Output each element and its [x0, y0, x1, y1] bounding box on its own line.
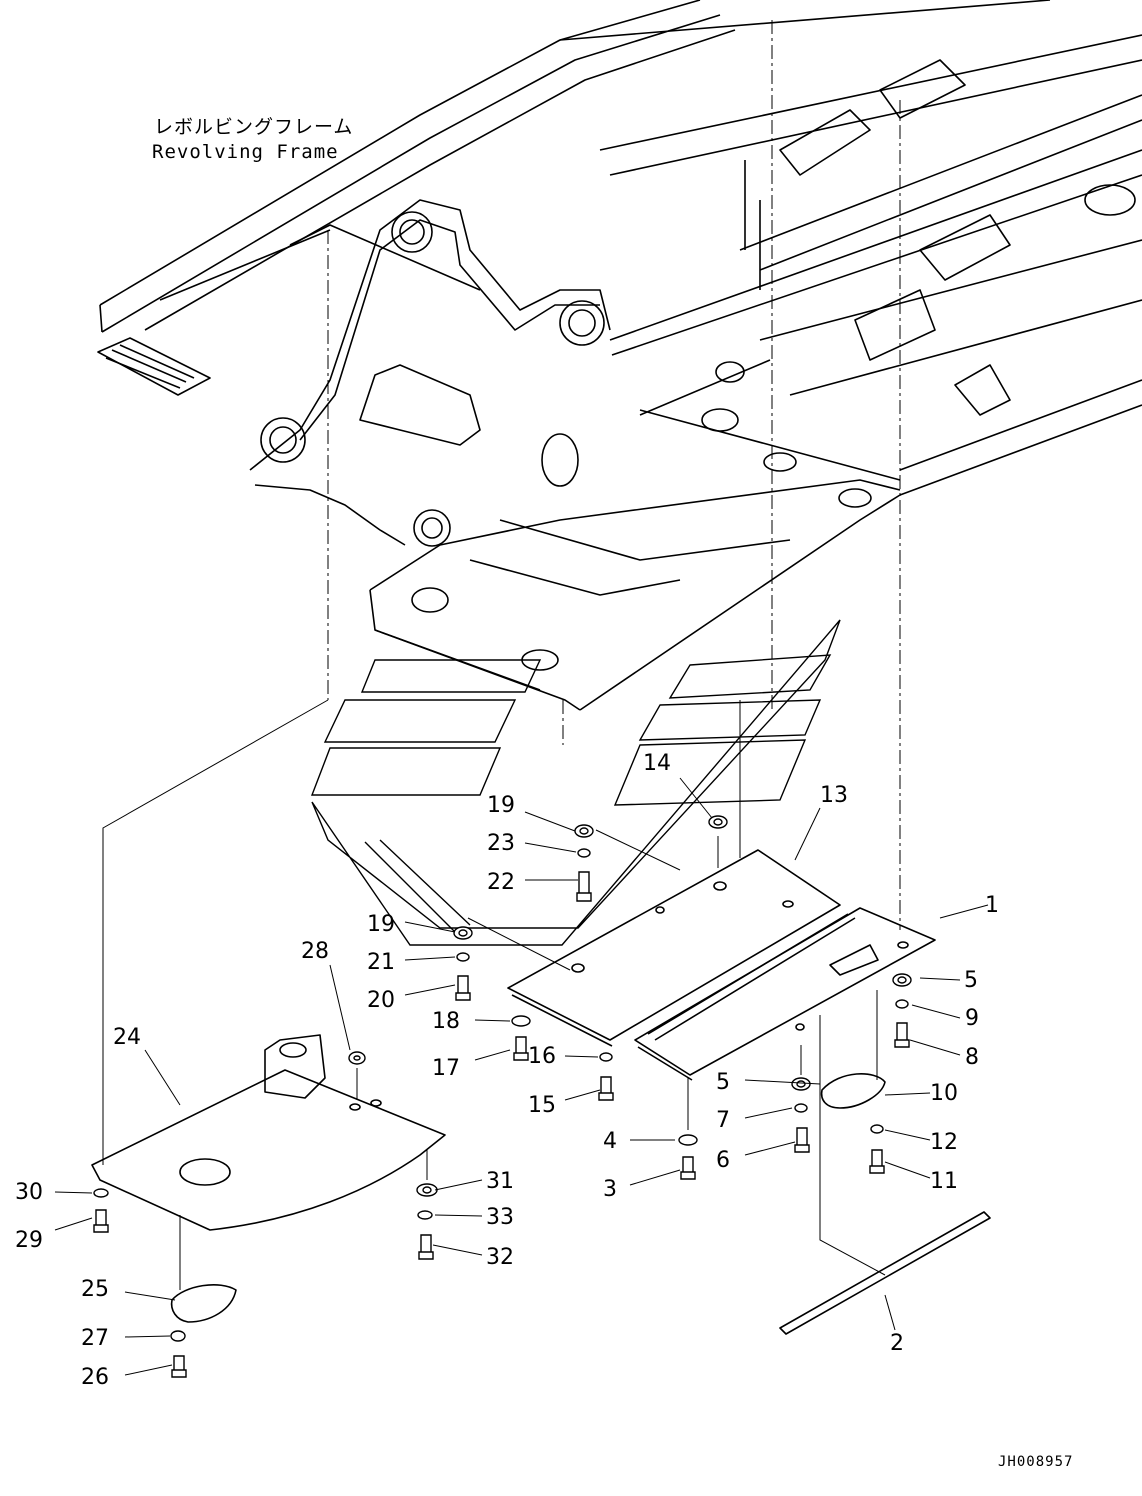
callout-30: 30 — [15, 1180, 43, 1205]
callout-25: 25 — [81, 1277, 109, 1302]
callout-27: 27 — [81, 1326, 109, 1351]
callout-7: 7 — [716, 1108, 730, 1133]
callout-11: 11 — [930, 1169, 958, 1194]
callout-13: 13 — [820, 783, 848, 808]
assembly-leader-lines — [327, 20, 901, 930]
callout-31: 31 — [486, 1169, 514, 1194]
callout-3: 3 — [603, 1177, 617, 1202]
callout-19: 19 — [367, 912, 395, 937]
callout-29: 29 — [15, 1228, 43, 1253]
callout-26: 26 — [81, 1365, 109, 1390]
callout-21: 21 — [367, 950, 395, 975]
callout-8: 8 — [965, 1045, 979, 1070]
revolving-frame-drawing — [97, 0, 1142, 711]
callout-4: 4 — [603, 1129, 617, 1154]
callout-leaders — [54, 699, 989, 1376]
callout-15: 15 — [528, 1093, 556, 1118]
callout-19: 19 — [487, 793, 515, 818]
callout-1: 1 — [985, 893, 999, 918]
callout-6: 6 — [716, 1148, 730, 1173]
callout-labels: 1 2 3 4 5 5 6 7 8 9 10 11 12 13 14 15 16… — [15, 751, 999, 1390]
callout-22: 22 — [487, 870, 515, 895]
callout-14: 14 — [643, 751, 671, 776]
callout-32: 32 — [486, 1245, 514, 1270]
callout-12: 12 — [930, 1130, 958, 1155]
cover-25 — [170, 1284, 237, 1323]
callout-10: 10 — [930, 1081, 958, 1106]
callout-2: 2 — [890, 1331, 904, 1356]
cover-plates — [91, 849, 991, 1335]
title-japanese: レボルビングフレーム — [154, 116, 353, 138]
title-english: Revolving Frame — [152, 141, 339, 163]
callout-5: 5 — [964, 968, 978, 993]
cover-10 — [820, 1073, 886, 1109]
callout-16: 16 — [528, 1044, 556, 1069]
assembly-arrow-chevrons — [310, 619, 841, 946]
plate-13 — [507, 849, 841, 1041]
plate-24 — [91, 1069, 446, 1231]
drawing-code: JH008957 — [998, 1454, 1073, 1470]
fasteners — [93, 815, 912, 1378]
callout-24: 24 — [113, 1025, 141, 1050]
callout-18: 18 — [432, 1009, 460, 1034]
callout-20: 20 — [367, 988, 395, 1013]
callout-33: 33 — [486, 1205, 514, 1230]
seal-strip-2 — [779, 1211, 991, 1335]
callout-17: 17 — [432, 1056, 460, 1081]
callout-28: 28 — [301, 939, 329, 964]
callout-23: 23 — [487, 831, 515, 856]
callout-9: 9 — [965, 1006, 979, 1031]
callout-5: 5 — [716, 1070, 730, 1095]
